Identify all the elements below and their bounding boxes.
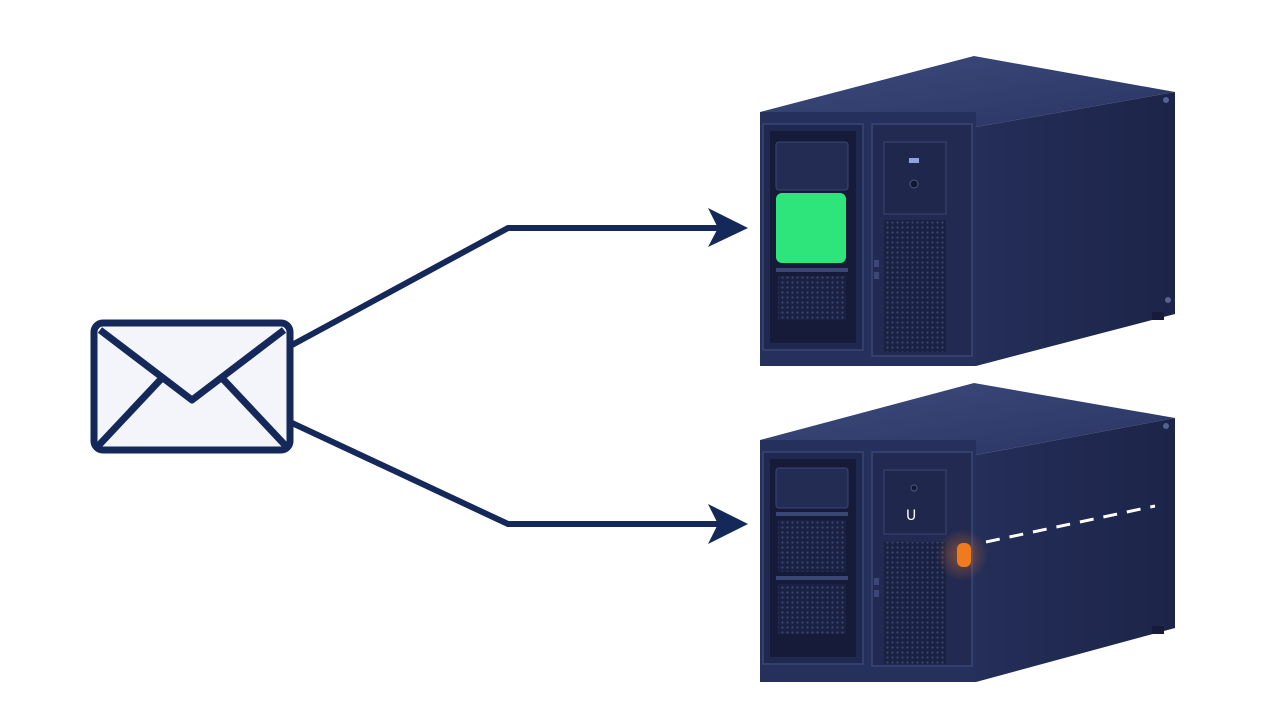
- server-icon: [760, 56, 1175, 366]
- arrowhead-server-2: [708, 504, 748, 544]
- arrowhead-server-1: [708, 208, 748, 247]
- server-2-panel-glyph: U: [906, 508, 916, 524]
- server-icon: U: [760, 383, 1175, 682]
- connection-to-server-1: [290, 225, 742, 348]
- server-1-status-indicator: [776, 193, 846, 263]
- connection-lines: [290, 208, 748, 544]
- server-2-top: [760, 383, 1175, 455]
- server-1-side: [976, 92, 1175, 366]
- server-2-side: [976, 418, 1175, 682]
- envelope-icon: [90, 319, 294, 454]
- connection-to-server-2: [290, 420, 742, 527]
- server-1-top: [760, 56, 1175, 127]
- server-2-warning-indicator: [957, 543, 971, 567]
- server-2-dashed-line: [985, 504, 1156, 544]
